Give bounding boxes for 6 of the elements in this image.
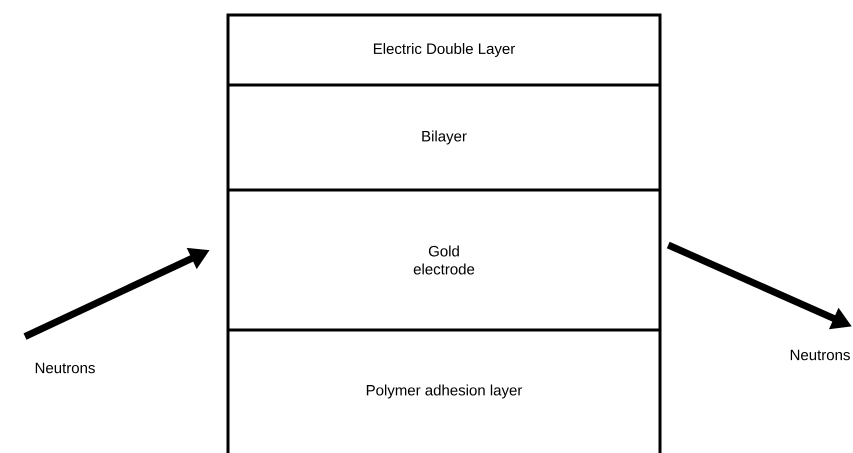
particle-label: Neutrons <box>36 362 95 374</box>
layer-band: Polymer adhesion layer <box>226 328 662 453</box>
particle-label: Neutrons <box>790 350 850 360</box>
layer-band: Bilayer <box>226 84 662 192</box>
layer-band: Gold electrode <box>226 188 662 332</box>
layer-band: Electric Double Layer <box>226 14 662 86</box>
